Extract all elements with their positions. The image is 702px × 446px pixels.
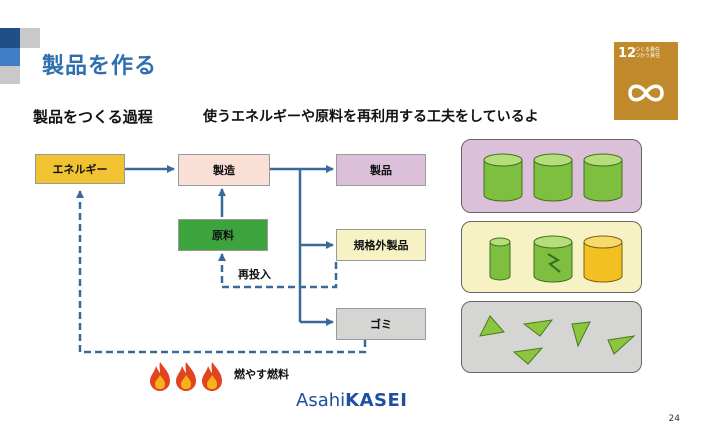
sdg-12-badge: 12 つくる責任 つかう責任 [614,42,678,120]
off-spec-panel [461,221,642,293]
section-description: 使うエネルギーや原料を再利用する工夫をしているよ [203,109,539,125]
flame-icon [176,362,196,391]
shard-icon [571,321,591,348]
node-product: 製品 [336,154,426,186]
cylinder-icons [483,153,623,202]
sdg-label: つくる責任 つかう責任 [635,47,661,59]
thin-cylinder-icon [489,237,511,281]
flame-icon [150,362,170,391]
waste-panel [461,301,642,373]
product-panel [461,139,642,213]
infinity-icon [628,84,664,102]
cylinder-icon [583,153,623,202]
node-raw-material: 原料 [178,219,268,251]
node-waste: ゴミ [336,308,426,340]
cylinder-icon [533,153,573,202]
flame-icons [150,362,222,391]
section-heading: 製品をつくる過程 [33,108,153,126]
node-off-spec-product: 規格外製品 [336,229,426,261]
sdg-number: 12 [618,46,637,61]
corner-decoration [0,0,40,88]
reinput-label: 再投入 [238,268,271,281]
shard-icon [479,315,505,337]
shard-icon [512,347,544,365]
cracked-cylinder-icon [533,235,573,283]
cylinder-icon [483,153,523,202]
yellow-cylinder-icon [583,235,623,283]
page-number: 24 [668,414,680,424]
node-manufacturing: 製造 [178,154,270,186]
shard-icons [479,315,636,365]
flame-icon [202,362,222,391]
node-energy: エネルギー [35,154,125,184]
asahi-kasei-logo: AsahiKASEI [296,390,408,411]
shard-icon [607,335,636,355]
page-title: 製品を作る [42,54,158,79]
off-spec-icons [489,235,623,283]
burn-fuel-label: 燃やす燃料 [234,368,289,381]
shard-icon [522,319,554,337]
